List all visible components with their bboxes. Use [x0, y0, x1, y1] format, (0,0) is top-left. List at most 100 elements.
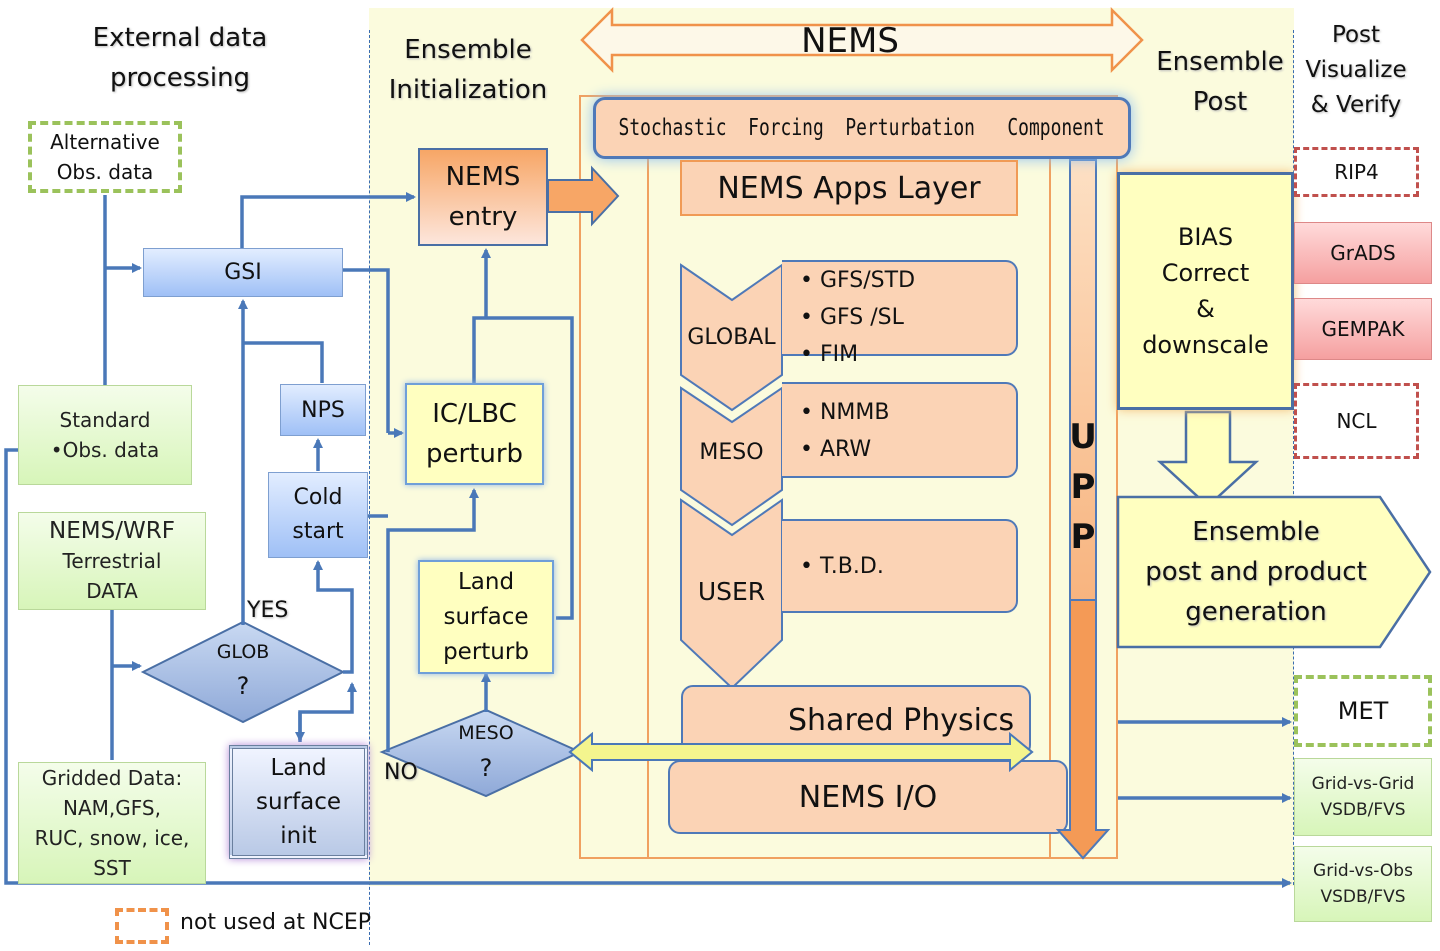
grid-vs-obs-line1: Grid-vs-Obs [1313, 861, 1413, 881]
meso-chevron [680, 386, 783, 527]
bias-correct-box: BIAS Correct & downscale [1117, 172, 1294, 410]
cold-start-box: Cold start [268, 472, 368, 558]
glob-question-mark: ? [236, 672, 250, 700]
gridded-line2: NAM,GFS, [63, 796, 161, 820]
grid-vs-grid-box: Grid-vs-Grid VSDB/FVS [1294, 758, 1432, 836]
cold-start-line2: start [292, 519, 344, 544]
bias-down-arrow [1156, 410, 1260, 508]
meso-items-box: • NMMB • ARW [782, 382, 1018, 478]
nems-title: NEMS [801, 21, 899, 61]
cold-start-line1: Cold [293, 485, 343, 510]
global-item: • GFS /SL [800, 305, 904, 330]
global-chevron [680, 263, 783, 412]
gempak-box: GEMPAK [1294, 298, 1432, 360]
user-items-box: • T.B.D. [782, 519, 1018, 613]
land-perturb-line2: surface [443, 603, 529, 630]
standard-obs-line2: •Obs. data [50, 438, 160, 462]
nems-wrf-line3: DATA [86, 579, 138, 603]
gridded-data: Gridded Data: NAM,GFS, RUC, snow, ice, S… [18, 762, 206, 884]
stochastic-forcing-box: Stochastic Forcing Perturbation Componen… [593, 97, 1131, 159]
land-surface-perturb-box: Land surface perturb [418, 560, 554, 674]
nems-wrf-line2: Terrestrial [62, 549, 162, 573]
gridded-line4: SST [93, 856, 131, 880]
nems-io-box: NEMS I/O [668, 760, 1068, 834]
gsi-label: GSI [224, 260, 262, 285]
ens-post-line2: post and product [1145, 557, 1367, 587]
legend-dashed-swatch [115, 908, 169, 944]
shared-physics-label: Shared Physics [788, 703, 1015, 738]
global-item: • GFS/STD [800, 268, 916, 293]
upp-letter: U [1069, 417, 1097, 457]
grid-vs-obs-line2: VSDB/FVS [1320, 887, 1406, 907]
nems-wrf-terrestrial-data: NEMS/WRF Terrestrial DATA [18, 512, 206, 610]
upp-label: U P P [1062, 412, 1104, 562]
upp-letter: P [1070, 467, 1096, 507]
yes-label: YES [247, 598, 289, 623]
header-post-visualize: Post Visualize & Verify [1305, 22, 1407, 118]
gsi-box: GSI [143, 248, 343, 297]
nems-entry-arrow [547, 165, 620, 227]
nems-entry-line1: NEMS [445, 162, 521, 192]
nems-entry-box: NEMS entry [418, 148, 548, 246]
header-external-data: External data processing [92, 23, 268, 93]
nems-io-label: NEMS I/O [798, 779, 938, 815]
header-ensemble-init: Ensemble Initialization [388, 35, 548, 105]
gempak-label: GEMPAK [1321, 317, 1405, 341]
global-items-box: • GFS/STD • GFS /SL • FIM [782, 260, 1018, 367]
land-init-line2: surface [255, 789, 341, 815]
user-item: • T.B.D. [800, 554, 884, 579]
grid-vs-grid-line2: VSDB/FVS [1320, 800, 1406, 820]
nems-double-arrow [580, 6, 1144, 74]
grads-label: GrADS [1330, 241, 1396, 265]
grid-vs-grid-line1: Grid-vs-Grid [1311, 774, 1415, 794]
separator-left [369, 30, 370, 945]
grid-vs-obs-box: Grid-vs-Obs VSDB/FVS [1294, 846, 1432, 922]
land-perturb-line1: Land [457, 568, 515, 595]
global-label: GLOBAL [687, 325, 776, 350]
land-surface-init-box: Land surface init [229, 745, 368, 859]
gridded-line3: RUC, snow, ice, [34, 826, 190, 850]
meso-item: • ARW [800, 437, 872, 462]
rip4-box: RIP4 [1294, 147, 1419, 197]
land-perturb-line3: perturb [443, 638, 529, 665]
ncl-box: NCL [1294, 383, 1419, 459]
met-box: MET [1294, 675, 1432, 747]
met-label: MET [1337, 697, 1389, 725]
meso-decision-label: MESO [458, 722, 514, 744]
ncl-label: NCL [1336, 409, 1377, 433]
glob-decision-label: GLOB [216, 641, 270, 663]
apps-layer-label: NEMS Apps Layer [717, 170, 981, 206]
meso-label: MESO [699, 440, 764, 465]
standard-obs-data: Standard •Obs. data [18, 385, 192, 485]
standard-obs-line1: Standard [59, 408, 151, 432]
separator-right [1293, 30, 1294, 885]
bias-line2: Correct [1161, 259, 1250, 287]
ens-post-line3: generation [1185, 597, 1327, 627]
legend-not-used-label: not used at NCEP [180, 910, 372, 935]
meso-item: • NMMB [800, 400, 890, 425]
upp-letter: P [1070, 517, 1096, 557]
rip4-label: RIP4 [1334, 160, 1379, 184]
ens-post-line1: Ensemble [1192, 517, 1320, 547]
ensemble-post-text: Ensemble post and product generation [1118, 510, 1394, 634]
bias-line4: downscale [1142, 331, 1269, 359]
header-ensemble-post: Ensemble Post [1156, 47, 1284, 117]
bias-line3: & [1196, 295, 1215, 323]
grads-box: GrADS [1294, 222, 1432, 284]
bias-line1: BIAS [1177, 223, 1234, 251]
alternative-obs-data: Alternative Obs. data [28, 121, 182, 193]
land-init-line3: init [280, 823, 317, 849]
alt-obs-label: Alternative Obs. data [50, 130, 160, 184]
no-label: NO [384, 760, 418, 785]
nems-entry-line2: entry [448, 202, 518, 232]
shared-physics-box: Shared Physics [681, 685, 1031, 757]
user-label: USER [697, 577, 766, 606]
user-chevron [680, 498, 783, 690]
stochastic-label: Stochastic Forcing Perturbation Componen… [618, 115, 1106, 141]
iclbc-perturb-box: IC/LBC perturb [405, 383, 544, 485]
gridded-line1: Gridded Data: [41, 766, 183, 790]
nems-apps-layer-box: NEMS Apps Layer [680, 160, 1018, 216]
iclbc-line1: IC/LBC [432, 399, 517, 429]
iclbc-line2: perturb [425, 439, 524, 469]
meso-question-mark: ? [479, 754, 493, 782]
